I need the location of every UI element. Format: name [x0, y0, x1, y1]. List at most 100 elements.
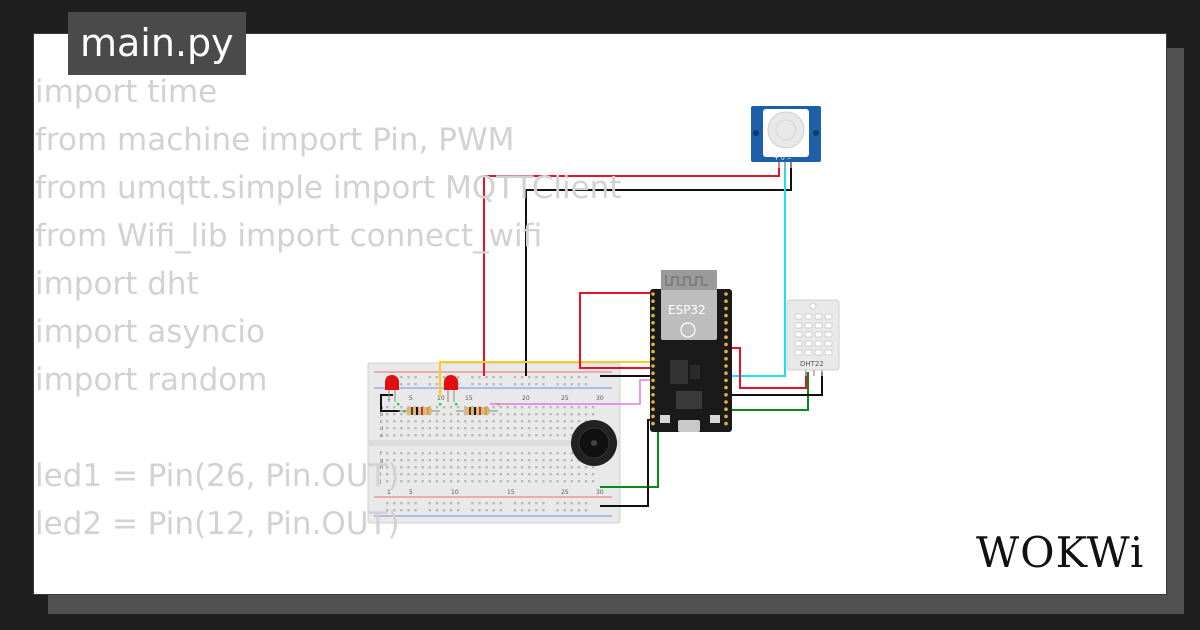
breadboard-hole	[471, 383, 474, 386]
breadboard-hole	[542, 480, 545, 483]
breadboard-hole	[400, 452, 403, 455]
breadboard-hole	[528, 420, 531, 423]
breadboard-hole	[393, 406, 396, 409]
breadboard-hole	[570, 509, 573, 512]
esp32-pin	[651, 393, 655, 397]
breadboard-hole	[478, 420, 481, 423]
wokwi-logo: WOKWi	[976, 528, 1145, 577]
row-letter: c	[380, 419, 383, 425]
pir-gnd-wire	[525, 162, 792, 376]
esp32-pin	[724, 299, 728, 304]
breadboard-hole	[577, 376, 581, 379]
breadboard-hole	[442, 434, 446, 437]
breadboard-hole	[499, 473, 502, 476]
breadboard-hole	[542, 406, 545, 409]
breadboard-hole	[457, 434, 460, 437]
breadboard-hole	[478, 383, 481, 386]
breadboard-hole	[400, 427, 403, 430]
breadboard-hole	[386, 413, 389, 416]
esp32-pin	[724, 349, 728, 354]
dht22-grille-slot	[814, 331, 823, 338]
breadboard-hole	[563, 459, 566, 462]
breadboard-hole	[393, 466, 396, 469]
column-number: 25	[561, 489, 569, 496]
breadboard-hole	[393, 434, 396, 437]
led1-leg-wire	[380, 394, 400, 412]
breadboard-hole	[485, 376, 488, 379]
breadboard-hole	[535, 376, 538, 379]
breadboard-hole	[528, 459, 531, 462]
esp32-pin	[651, 335, 655, 340]
breadboard-hole	[528, 452, 531, 455]
breadboard-hole	[499, 383, 502, 386]
esp32-pin	[724, 306, 728, 311]
breadboard-hole	[485, 466, 488, 469]
breadboard-hole	[435, 473, 439, 476]
breadboard-hole	[414, 509, 417, 512]
breadboard-hole	[478, 434, 481, 437]
esp32-board[interactable]: ESP32	[650, 270, 732, 432]
breadboard-hole	[570, 466, 573, 469]
breadboard-hole	[520, 406, 524, 409]
breadboard-hole	[414, 434, 417, 437]
breadboard-hole	[421, 434, 424, 437]
breadboard-hole	[570, 434, 573, 437]
breadboard-hole	[435, 383, 439, 386]
breadboard-hole	[435, 466, 439, 469]
breadboard-hole	[535, 452, 538, 455]
breadboard-hole	[577, 466, 581, 469]
breadboard-hole	[386, 502, 389, 505]
code-line: led2 = Pin(12, Pin.OUT)	[35, 506, 400, 542]
breadboard-hole	[400, 466, 403, 469]
esp32-pin	[651, 299, 655, 304]
breadboard-hole	[528, 466, 531, 469]
breadboard-hole	[499, 413, 502, 416]
breadboard-hole	[520, 509, 524, 512]
breadboard-hole	[400, 434, 403, 437]
led-1[interactable]	[385, 375, 399, 402]
pir-sensor[interactable]: + 0 −	[751, 106, 821, 168]
dht22-sensor[interactable]: DHT22	[786, 299, 840, 376]
breadboard-hole	[428, 509, 431, 512]
breadboard-hole	[435, 459, 439, 462]
breadboard-hole	[542, 466, 545, 469]
breadboard-hole	[492, 434, 495, 437]
breadboard-hole	[457, 406, 460, 409]
breadboard-hole	[549, 473, 552, 476]
esp32-pin	[724, 364, 728, 368]
dht22-grille-slot	[794, 322, 803, 329]
breadboard-hole	[393, 480, 396, 483]
breadboard-hole	[407, 452, 410, 455]
esp32-pin	[724, 292, 728, 296]
breadboard-hole	[556, 413, 559, 416]
esp32-pin	[724, 321, 728, 325]
dht22-grille-slot	[814, 349, 823, 356]
breadboard-hole	[577, 473, 581, 476]
breadboard-hole	[584, 420, 588, 423]
breadboard-hole	[414, 452, 417, 455]
breadboard-hole	[584, 383, 588, 386]
breadboard-column-numbers: 1 5 10 15 20 25 30 1 5 10 15 25 30	[387, 395, 604, 496]
breadboard-hole	[570, 459, 573, 462]
breadboard-hole	[528, 406, 531, 409]
breadboard-hole	[442, 376, 446, 379]
file-tab[interactable]: main.py	[68, 12, 246, 75]
breadboard-hole	[478, 376, 481, 379]
breadboard-hole	[542, 420, 545, 423]
breadboard-hole	[513, 509, 517, 512]
breadboard-hole	[449, 466, 453, 469]
breadboard-hole	[528, 413, 531, 416]
breadboard-hole	[492, 509, 495, 512]
breadboard-hole	[400, 413, 403, 416]
breadboard-hole	[393, 509, 396, 512]
dht22-grille-slot	[814, 340, 823, 347]
breadboard-hole	[563, 434, 566, 437]
breadboard-hole	[478, 459, 481, 462]
led-2[interactable]	[444, 375, 458, 402]
buzzer[interactable]	[571, 420, 617, 466]
breadboard-hole	[464, 473, 467, 476]
dht22-grille-slot	[804, 331, 813, 338]
breadboard-hole	[386, 427, 389, 430]
breadboard-hole	[556, 383, 559, 386]
breadboard-hole	[449, 502, 453, 505]
